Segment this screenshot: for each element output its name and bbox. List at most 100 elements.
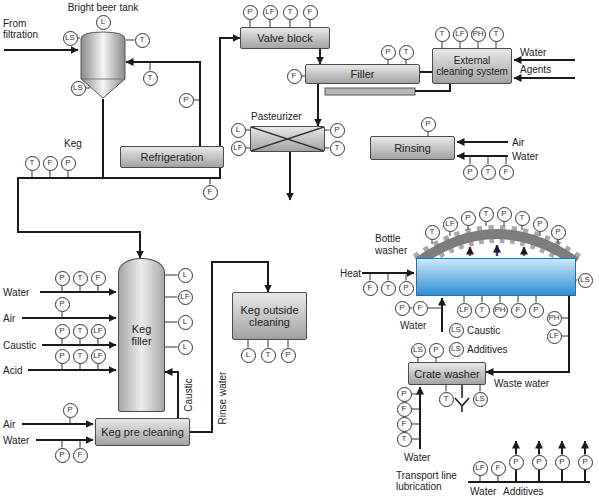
instrument-tag: T bbox=[489, 27, 504, 42]
instrument-tag: F bbox=[397, 417, 412, 432]
pipe bbox=[514, 77, 575, 79]
flow-arrow bbox=[496, 245, 499, 256]
instrument-tag: F bbox=[491, 461, 506, 476]
instrument-tag: T bbox=[425, 225, 440, 240]
instrument-tag: T bbox=[143, 71, 158, 86]
instrument-tag: F bbox=[73, 448, 88, 463]
pipe-label: Caustic bbox=[467, 325, 500, 336]
instrument-tag: P bbox=[578, 455, 593, 470]
drain-symbol bbox=[455, 385, 469, 412]
pipe bbox=[22, 423, 93, 425]
pipe bbox=[42, 344, 116, 346]
instrument-tag: P bbox=[397, 387, 412, 402]
instrument-tag: LS bbox=[578, 273, 593, 288]
instrument-tag: T bbox=[73, 271, 88, 286]
instrument-tag: LF bbox=[473, 461, 488, 476]
instrument-tag: P bbox=[381, 45, 396, 60]
pipe-label: Keg bbox=[64, 138, 82, 149]
instrument-tag: F bbox=[303, 5, 318, 20]
heat-arrow bbox=[469, 247, 472, 256]
instrument-tag: T bbox=[135, 33, 150, 48]
instrument-tag: LF bbox=[91, 324, 106, 339]
instrument-tag: T bbox=[25, 156, 40, 171]
instrument-tag: P bbox=[243, 5, 258, 20]
instrument-tag: PH bbox=[493, 303, 508, 318]
pipe-label: Air bbox=[3, 313, 15, 324]
instrument-tag: T bbox=[73, 324, 88, 339]
instrument-tag: P bbox=[532, 455, 547, 470]
instrument-tag: LS bbox=[473, 392, 488, 407]
instrument-tag: LF bbox=[547, 329, 562, 344]
process-box: Filler bbox=[305, 64, 420, 84]
pipe-label: Transport line lubrication bbox=[396, 470, 466, 492]
instrument-tag: P bbox=[555, 455, 570, 470]
instrument-tag: PH bbox=[471, 27, 486, 42]
pipe-label: Water bbox=[404, 452, 430, 463]
instrument-tag: L bbox=[178, 315, 193, 330]
process-box: Rinsing bbox=[370, 136, 455, 160]
node-label: Valve block bbox=[254, 32, 315, 44]
process-box: Refrigeration bbox=[120, 146, 224, 168]
pipe-connector bbox=[317, 84, 319, 126]
instrument-tag: F bbox=[363, 281, 378, 296]
pipe-label: Caustic bbox=[3, 340, 36, 351]
instrument-tag: P bbox=[55, 349, 70, 364]
instrument-tag: PH bbox=[547, 311, 562, 326]
pipe-connector bbox=[319, 49, 321, 64]
pipe-connector bbox=[165, 372, 178, 418]
pipe bbox=[584, 441, 586, 455]
instrument-tag: L bbox=[241, 348, 256, 363]
process-box: Keg outside cleaning bbox=[232, 292, 307, 340]
pipe-label: Waste water bbox=[494, 378, 549, 389]
instrument-tag: P bbox=[509, 455, 524, 470]
pipe bbox=[441, 298, 443, 332]
pipe-label: Acid bbox=[3, 365, 22, 376]
instrument-tag: P bbox=[55, 448, 70, 463]
process-box: Crate washer bbox=[408, 362, 486, 385]
instrument-tag: F bbox=[397, 402, 412, 417]
instrument-tag: P bbox=[63, 403, 78, 418]
instrument-tag: F bbox=[287, 69, 302, 84]
pipe bbox=[515, 441, 517, 455]
pipe-label: From filtration bbox=[3, 18, 58, 40]
instrument-tag: T bbox=[439, 392, 454, 407]
instrument-tag: P bbox=[395, 301, 410, 316]
instrument-tag: LF bbox=[178, 290, 193, 305]
node-label: Keg filler bbox=[119, 323, 164, 347]
instrument-tag: LS bbox=[449, 323, 464, 338]
instrument-tag: LS bbox=[411, 343, 426, 358]
instrument-tag: LF bbox=[91, 349, 106, 364]
instrument-tag: LF bbox=[457, 303, 472, 318]
instrument-tag: F bbox=[499, 165, 514, 180]
instrument-tag: T bbox=[435, 27, 450, 42]
instrument-tag: P bbox=[281, 348, 296, 363]
instrument-tag: L bbox=[178, 340, 193, 355]
pipe-group bbox=[4, 50, 590, 482]
instrument-tag: P bbox=[399, 281, 414, 296]
instrument-tag: P bbox=[551, 225, 566, 240]
instrument-tag: P bbox=[61, 156, 76, 171]
instrument-tag: L bbox=[96, 15, 111, 30]
pipe-label: Additives bbox=[503, 486, 544, 497]
pipe bbox=[457, 155, 508, 157]
node-label: External cleaning system bbox=[433, 55, 511, 77]
node-label: Keg outside cleaning bbox=[233, 304, 306, 328]
instrument-tag: T bbox=[479, 207, 494, 222]
instrument-tag: T bbox=[475, 303, 490, 318]
pipe-label: Rinse water bbox=[217, 372, 228, 425]
node-label: Crate washer bbox=[411, 368, 482, 380]
pipe bbox=[419, 387, 421, 449]
instrument-tag: F bbox=[91, 271, 106, 286]
pipe-label: Heat bbox=[340, 268, 361, 279]
pipe bbox=[40, 291, 116, 293]
exchanger-cross bbox=[251, 127, 324, 151]
instrument-tag: P bbox=[55, 297, 70, 312]
instrument-tag: P bbox=[529, 303, 544, 318]
pipe-label: Water bbox=[470, 486, 496, 497]
instrument-tag: LF bbox=[263, 5, 278, 20]
heat-exchanger: Pasteurizer bbox=[250, 126, 325, 152]
instrument-tag: T bbox=[330, 141, 345, 156]
pipe bbox=[457, 141, 508, 143]
process-box: External cleaning system bbox=[432, 48, 512, 84]
pipe-connector bbox=[18, 99, 140, 258]
